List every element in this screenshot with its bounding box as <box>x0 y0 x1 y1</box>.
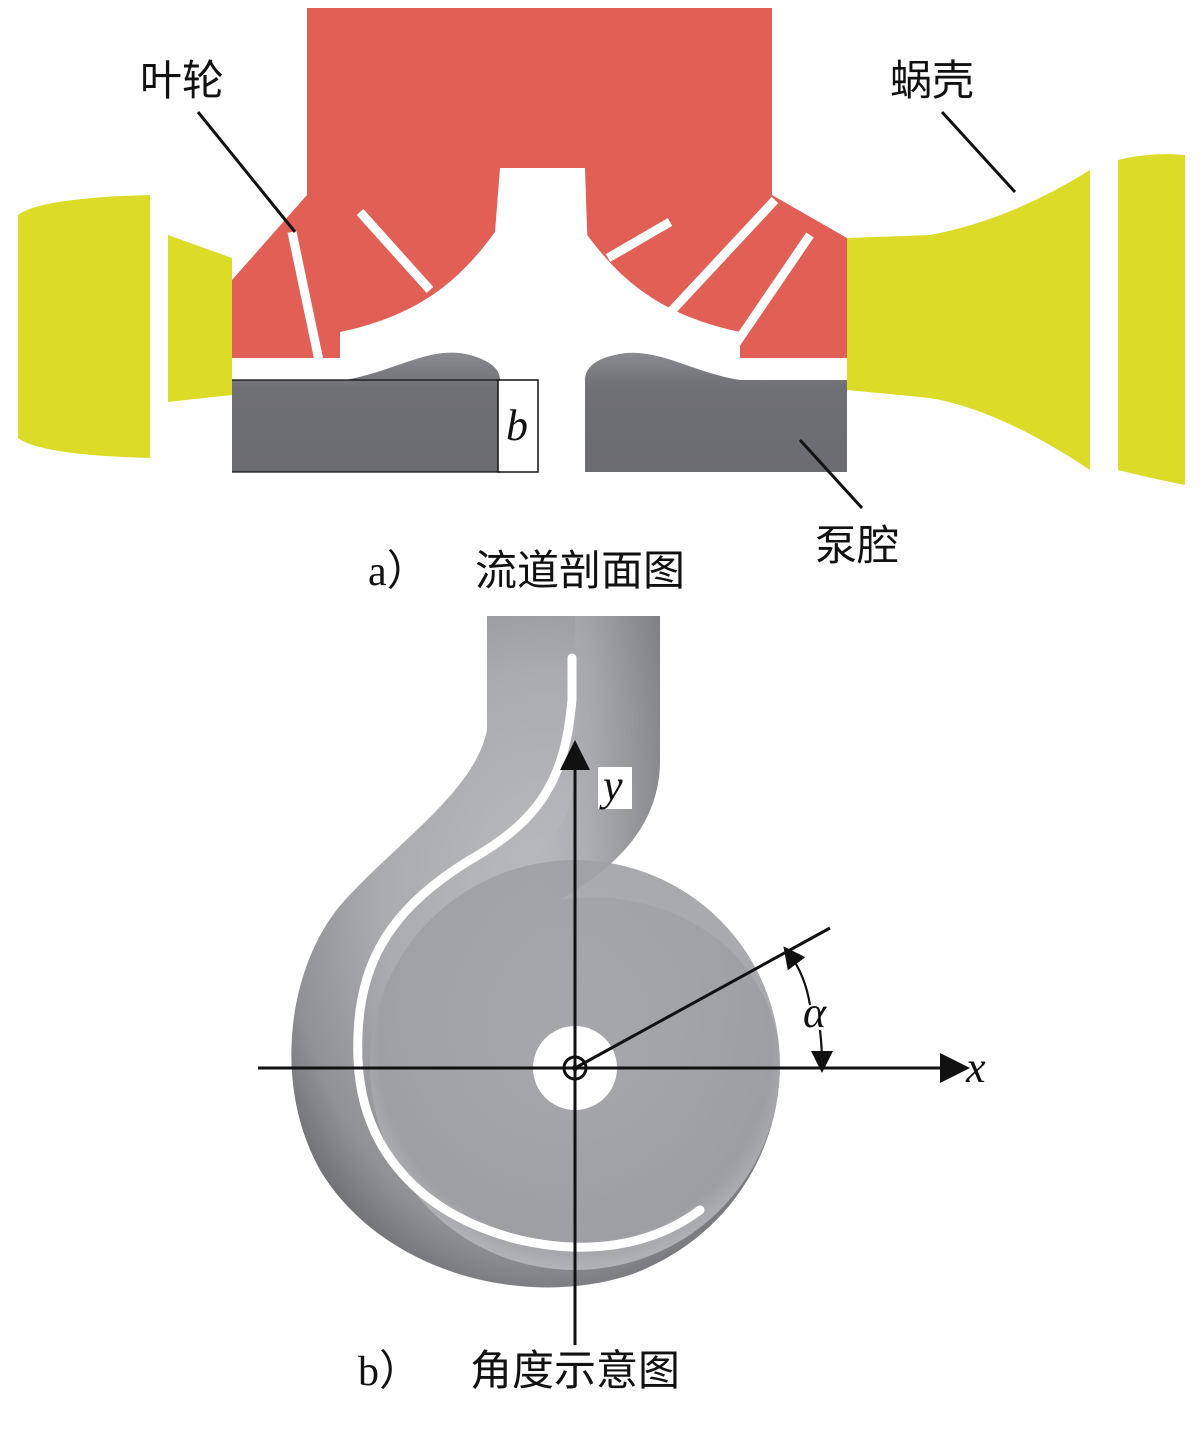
volute-right <box>847 154 1185 485</box>
caption-b-letter: b） <box>358 1349 421 1395</box>
impeller-leader-line <box>196 111 297 233</box>
volute-body <box>291 616 780 1288</box>
panel-b-angle-diagram: y x α b） 角度示意图 <box>258 616 986 1395</box>
y-axis-label: y <box>599 761 623 810</box>
y-label-bg <box>598 767 632 809</box>
angle-arc-upper <box>783 946 812 1006</box>
volute-left <box>18 195 232 458</box>
pump-chamber-shape <box>232 352 847 473</box>
pump-chamber-label: 泵腔 <box>815 521 899 570</box>
angle-arc-lower <box>810 1029 833 1073</box>
angle-alpha-label: α <box>803 988 827 1037</box>
impeller-shape <box>232 8 847 376</box>
origin-marker <box>562 1055 588 1081</box>
caption-b-text: 角度示意图 <box>470 1346 680 1395</box>
caption-a-text: 流道剖面图 <box>475 546 685 595</box>
volute-label: 蜗壳 <box>890 56 974 105</box>
pump-chamber-leader-line <box>798 438 864 510</box>
x-axis-label: x <box>965 1043 986 1092</box>
gap-b-box <box>497 379 539 473</box>
volute-leader-line <box>940 110 1017 194</box>
impeller-label: 叶轮 <box>140 56 224 105</box>
gap-width-label: b <box>506 401 528 450</box>
panel-a-flow-section: 叶轮 蜗壳 泵腔 b a） 流道剖面图 <box>18 8 1185 595</box>
caption-a-letter: a） <box>368 549 429 595</box>
